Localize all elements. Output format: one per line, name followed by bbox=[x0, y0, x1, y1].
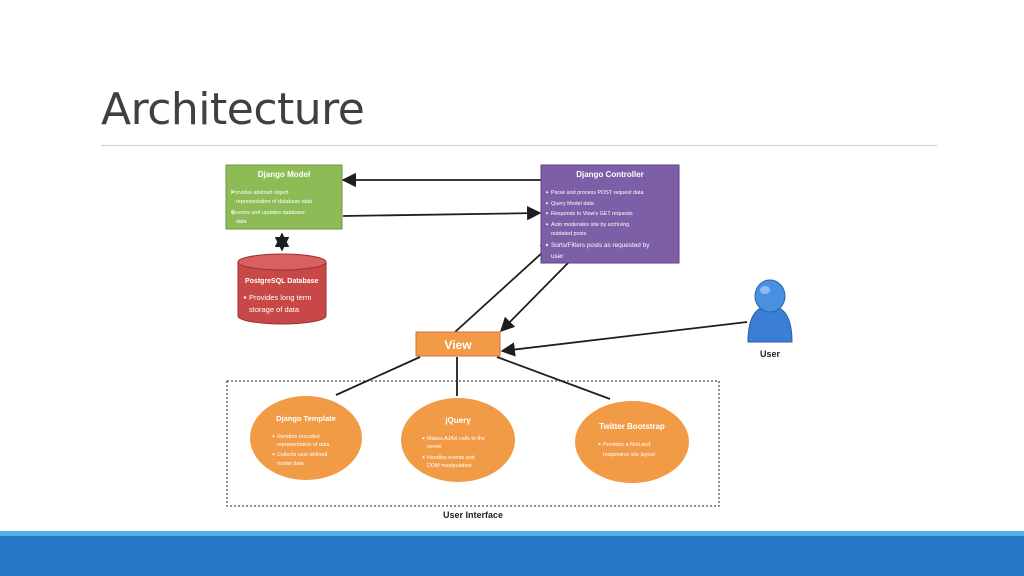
twitter-bootstrap-node: Twitter Bootstrap Provides a fluid and r… bbox=[573, 399, 691, 485]
footer-bar bbox=[0, 536, 1024, 576]
footer-accent-line bbox=[0, 531, 1024, 536]
arrow-user-to-view bbox=[500, 321, 748, 357]
view-box: View bbox=[415, 331, 501, 357]
django-controller-bullet: Responds to View's GET requests bbox=[551, 211, 633, 217]
postgresql-bullet: Provides long term bbox=[249, 293, 312, 302]
user-interface-label: User Interface bbox=[443, 510, 503, 520]
django-model-bullet: Provides abstract object bbox=[231, 190, 289, 196]
title-divider bbox=[101, 145, 937, 146]
arrow-view-to-controller bbox=[454, 241, 556, 333]
django-controller-bullet: Query Model data bbox=[551, 201, 594, 207]
view-label: View bbox=[444, 338, 472, 352]
django-model-bullet: representation of database data bbox=[236, 199, 312, 205]
django-template-bullet: model data bbox=[277, 461, 304, 467]
postgresql-database-cylinder: PostgreSQL Database Provides long term s… bbox=[237, 253, 327, 325]
jquery-bullet: server bbox=[427, 444, 442, 450]
django-controller-bullet: user bbox=[551, 253, 564, 260]
user-label: User bbox=[760, 349, 781, 359]
django-controller-title: Django Controller bbox=[576, 170, 644, 179]
django-template-bullet: Renders encoded bbox=[277, 434, 320, 440]
django-template-bullet: Collects user defined bbox=[277, 452, 327, 458]
arrow-controller-to-view bbox=[499, 262, 569, 333]
django-model-bullet: Queries and updates database bbox=[231, 210, 305, 216]
twitter-bootstrap-title: Twitter Bootstrap bbox=[599, 422, 665, 431]
django-controller-bullet: Auto moderates site by archiving bbox=[551, 222, 629, 228]
django-template-bullet: representation of data bbox=[277, 442, 329, 448]
postgresql-title: PostgreSQL Database bbox=[245, 278, 319, 285]
user-interface-group bbox=[226, 380, 720, 507]
django-model-box: Django Model Provides abstract object re… bbox=[225, 164, 343, 230]
django-controller-bullet: outdated posts bbox=[551, 231, 587, 237]
arrow-model-to-controller bbox=[342, 205, 542, 221]
twitter-bootstrap-bullet: Provides a fluid and bbox=[603, 442, 650, 448]
line-view-to-template bbox=[335, 356, 421, 396]
jquery-bullet: Handles events and bbox=[427, 455, 475, 461]
django-template-title: Django Template bbox=[276, 414, 336, 423]
jquery-bullet: DOM manipulation bbox=[427, 463, 472, 469]
jquery-node: jQuery Makes AJAX calls to the server Ha… bbox=[399, 396, 517, 484]
django-model-title: Django Model bbox=[258, 170, 310, 179]
django-controller-box: Django Controller Parse and process POST… bbox=[540, 164, 680, 264]
twitter-bootstrap-bullet: responsive site layout bbox=[603, 452, 655, 458]
django-model-bullet: data bbox=[236, 219, 247, 225]
line-view-to-bootstrap bbox=[496, 356, 611, 400]
jquery-bullet: Makes AJAX calls to the bbox=[427, 436, 485, 442]
postgresql-bullet: storage of data bbox=[249, 305, 300, 314]
user-icon bbox=[747, 279, 793, 343]
django-template-node: Django Template Renders encoded represen… bbox=[248, 394, 364, 482]
django-controller-bullet: Parse and process POST request data bbox=[551, 190, 644, 196]
jquery-title: jQuery bbox=[444, 416, 471, 425]
slide-title: Architecture bbox=[101, 84, 365, 135]
django-controller-bullet: Sorts/Filters posts as requested by bbox=[551, 242, 650, 249]
